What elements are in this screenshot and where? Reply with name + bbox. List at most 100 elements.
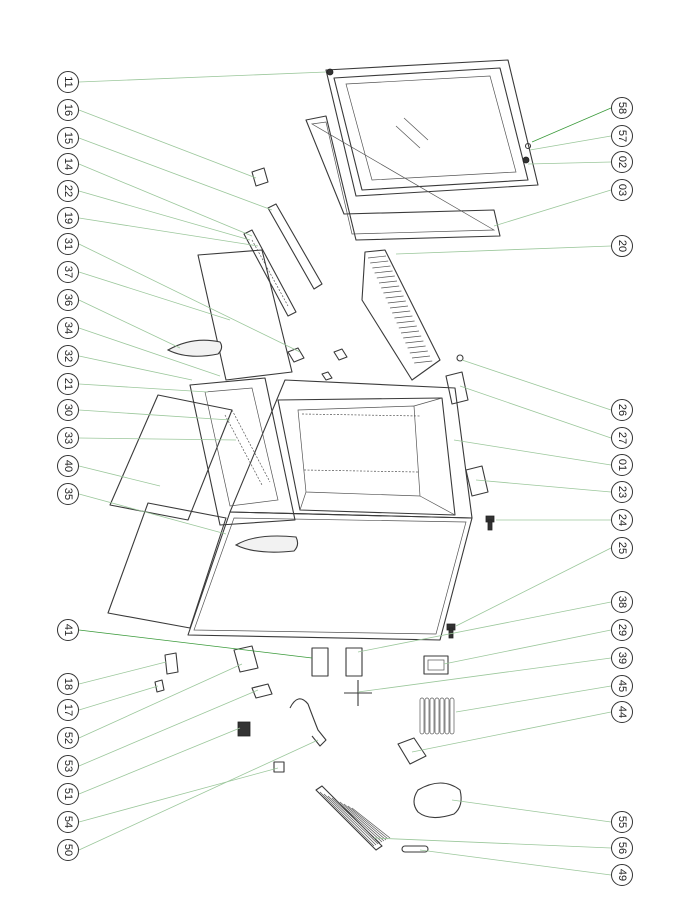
- callout-30: 30: [57, 399, 79, 421]
- door-gasket: [305, 115, 501, 241]
- callout-circle: [611, 151, 633, 173]
- callout-circle: [57, 180, 79, 202]
- callout-circle: [611, 399, 633, 421]
- callout-circle: [57, 839, 79, 861]
- leader-line-58: [531, 107, 612, 143]
- callout-labels: 1116151422193137363432213033403541181752…: [57, 71, 633, 886]
- callout-number: 44: [616, 706, 628, 718]
- leader-line-26: [461, 359, 612, 411]
- callout-circle: [57, 373, 79, 395]
- leader-line-56: [373, 837, 612, 849]
- callout-circle: [57, 673, 79, 695]
- callout-23: 23: [611, 481, 633, 503]
- callout-26: 26: [611, 399, 633, 421]
- callout-55: 55: [611, 811, 633, 833]
- callout-17: 17: [57, 699, 79, 721]
- callout-number: 18: [62, 678, 74, 690]
- callout-38: 38: [611, 591, 633, 613]
- callout-number: 32: [62, 350, 74, 362]
- callout-number: 52: [62, 732, 74, 744]
- leader-line-18: [78, 661, 167, 685]
- callout-number: 17: [62, 704, 74, 716]
- callout-number: 41: [62, 624, 74, 636]
- leader-line-55: [451, 799, 612, 823]
- callout-circle: [611, 235, 633, 257]
- callout-circle: [611, 537, 633, 559]
- leader-line-51: [78, 727, 241, 795]
- callout-circle: [57, 699, 79, 721]
- callout-51: 51: [57, 783, 79, 805]
- leader-line-23: [475, 479, 612, 493]
- callout-circle: [611, 675, 633, 697]
- leader-line-40: [78, 465, 161, 487]
- callout-number: 11: [62, 76, 74, 87]
- callout-15: 15: [57, 127, 79, 149]
- callout-circle: [611, 454, 633, 476]
- callout-number: 51: [62, 788, 74, 800]
- callout-29: 29: [611, 619, 633, 641]
- leader-line-22: [78, 190, 251, 241]
- callout-22: 22: [57, 180, 79, 202]
- callout-number: 22: [62, 185, 74, 197]
- callout-number: 03: [616, 184, 628, 196]
- callout-circle: [611, 509, 633, 531]
- leader-line-16: [78, 109, 257, 179]
- wire-shelf: [361, 249, 441, 381]
- callout-number: 58: [616, 102, 628, 114]
- callout-circle: [611, 427, 633, 449]
- callout-number: 49: [616, 869, 628, 881]
- back-plate: [166, 249, 293, 381]
- callout-circle: [57, 153, 79, 175]
- leader-line-49: [419, 849, 612, 876]
- leader-line-39: [357, 657, 612, 693]
- leader-line-21: [78, 383, 209, 393]
- callout-02: 02: [611, 151, 633, 173]
- callout-circle: [611, 864, 633, 886]
- leader-line-32: [78, 355, 193, 381]
- callout-number: 15: [62, 132, 74, 144]
- callout-circle: [57, 71, 79, 93]
- callout-number: 30: [62, 404, 74, 416]
- callout-circle: [611, 179, 633, 201]
- rails: [243, 167, 348, 381]
- callout-circle: [57, 289, 79, 311]
- callout-number: 19: [62, 212, 74, 224]
- callout-56: 56: [611, 837, 633, 859]
- callout-24: 24: [611, 509, 633, 531]
- callout-37: 37: [57, 261, 79, 283]
- callout-number: 50: [62, 844, 74, 856]
- callout-39: 39: [611, 647, 633, 669]
- callout-53: 53: [57, 755, 79, 777]
- callout-circle: [611, 647, 633, 669]
- callout-25: 25: [611, 537, 633, 559]
- callout-number: 37: [62, 266, 74, 278]
- callout-circle: [57, 455, 79, 477]
- callout-21: 21: [57, 373, 79, 395]
- leader-line-27: [459, 385, 612, 439]
- refrigeration-parts: [315, 655, 462, 853]
- callout-circle: [611, 619, 633, 641]
- callout-20: 20: [611, 235, 633, 257]
- callout-50: 50: [57, 839, 79, 861]
- callout-number: 40: [62, 460, 74, 472]
- callout-circle: [57, 427, 79, 449]
- callout-number: 27: [616, 432, 628, 444]
- leader-line-41: [78, 629, 313, 659]
- callout-number: 39: [616, 652, 628, 664]
- leader-line-52: [78, 663, 243, 739]
- control-panel: [189, 377, 296, 526]
- leader-lines: [78, 71, 612, 876]
- leader-line-01: [453, 439, 612, 466]
- leader-line-45: [455, 685, 612, 713]
- callout-circle: [611, 97, 633, 119]
- callout-circle: [611, 811, 633, 833]
- leader-line-50: [78, 739, 319, 851]
- leader-line-30: [78, 409, 231, 421]
- callout-03: 03: [611, 179, 633, 201]
- leader-line-34: [78, 327, 221, 377]
- leader-line-14: [78, 163, 253, 237]
- callout-number: 56: [616, 842, 628, 854]
- callout-number: 31: [62, 238, 74, 250]
- callout-58: 58: [611, 97, 633, 119]
- callout-circle: [57, 619, 79, 641]
